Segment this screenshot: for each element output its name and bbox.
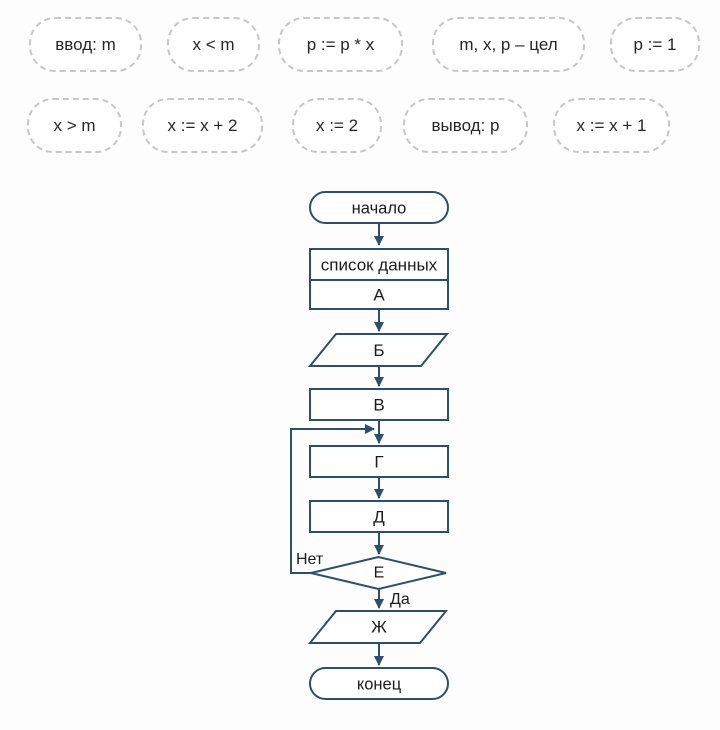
chip-vvod-m[interactable]: ввод: m: [29, 17, 142, 72]
chip-m-x-p-cel[interactable]: m, x, p – цел: [432, 17, 585, 72]
slot-zh-parallelogram[interactable]: [307, 610, 449, 644]
chip-x-eq-x-2[interactable]: x := x + 2: [142, 98, 263, 153]
data-list-box[interactable]: [309, 248, 449, 310]
chip-x-eq-2[interactable]: x := 2: [292, 98, 382, 153]
branch-no-label: Нет: [296, 551, 324, 568]
slot-e-diamond[interactable]: [310, 555, 447, 591]
chip-p-eq-p-x[interactable]: p := p * x: [278, 17, 403, 72]
chip-x-lt-m[interactable]: x < m: [167, 17, 260, 72]
chip-p-eq-1[interactable]: p := 1: [610, 17, 700, 72]
slot-d-rect[interactable]: [309, 500, 449, 533]
chip-x-eq-x-1[interactable]: x := x + 1: [553, 98, 670, 153]
slot-g-rect[interactable]: [309, 445, 449, 478]
slot-b-parallelogram[interactable]: [307, 333, 450, 367]
slot-v-rect[interactable]: [309, 388, 449, 421]
chip-vyvod-p[interactable]: вывод: p: [403, 98, 528, 153]
branch-yes-label: Да: [390, 591, 410, 608]
chip-x-gt-m[interactable]: x > m: [27, 98, 122, 153]
end-terminator: [309, 667, 449, 700]
start-terminator: [309, 191, 449, 224]
